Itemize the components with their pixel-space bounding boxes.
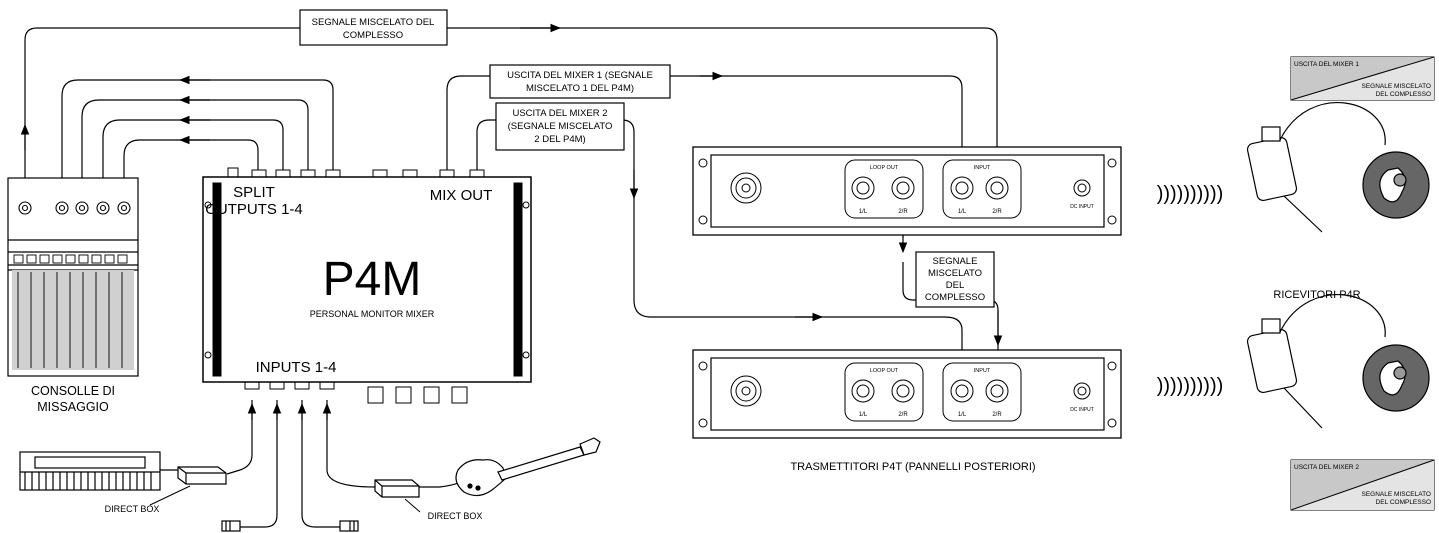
svg-text:1/L: 1/L	[859, 209, 868, 215]
svg-text:LOOP OUT: LOOP OUT	[870, 165, 899, 171]
cable-mic-1	[240, 400, 278, 528]
cable-mixed-signal-top	[24, 27, 998, 195]
svg-text:COMPLESSO: COMPLESSO	[925, 292, 985, 303]
svg-text:DEL COMPLESSO: DEL COMPLESSO	[1376, 499, 1431, 506]
guitar-instrument	[455, 437, 601, 497]
cable-mixer2	[476, 119, 963, 370]
svg-text:INPUT: INPUT	[974, 165, 991, 171]
svg-text:2/R: 2/R	[992, 209, 1002, 215]
svg-text:COMPLESSO: COMPLESSO	[343, 30, 403, 41]
svg-text:DC INPUT: DC INPUT	[1070, 407, 1094, 413]
console-label-1: CONSOLLE DI	[31, 384, 115, 398]
svg-text:1/L: 1/L	[859, 412, 868, 418]
svg-text:MISCELATO 1 DEL P4M): MISCELATO 1 DEL P4M)	[526, 83, 634, 94]
label-mixed-signal-mid: SEGNALE MISCELATO DEL COMPLESSO	[915, 251, 995, 308]
p4m-unit	[202, 167, 532, 404]
svg-text:SEGNALE MISCELATO: SEGNALE MISCELATO	[1362, 83, 1431, 90]
input-connectors	[244, 381, 468, 404]
inputs-label: INPUTS 1-4	[256, 359, 337, 376]
svg-text:SEGNALE MISCELATO DEL: SEGNALE MISCELATO DEL	[312, 17, 435, 28]
tx1-bnc-connector	[730, 172, 762, 204]
label-mixer1-out: USCITA DEL MIXER 1 (SEGNALE MISCELATO 1 …	[489, 64, 671, 99]
transmitter-2	[692, 349, 1122, 439]
svg-text:DEL COMPLESSO: DEL COMPLESSO	[1376, 91, 1431, 98]
cable-guitar	[326, 400, 376, 488]
direct-box-left-label: DIRECT BOX	[105, 504, 160, 514]
svg-text:DC INPUT: DC INPUT	[1070, 204, 1094, 210]
earphone-2	[1362, 344, 1430, 412]
svg-text:2/R: 2/R	[898, 412, 908, 418]
svg-text:USCITA DEL MIXER 2: USCITA DEL MIXER 2	[512, 108, 607, 119]
cable-mic-2	[301, 400, 340, 528]
label-mixed-signal-top: SEGNALE MISCELATO DEL COMPLESSO	[299, 9, 448, 46]
mix-out-label: MIX OUT	[430, 187, 493, 204]
console-channel-strips	[13, 254, 128, 368]
p4m-subtitle: PERSONAL MONITOR MIXER	[310, 309, 435, 319]
xlr-connector-right	[339, 520, 359, 532]
label-mixer2-out: USCITA DEL MIXER 2 (SEGNALE MISCELATO 2 …	[495, 102, 625, 151]
svg-text:(SEGNALE MISCELATO: (SEGNALE MISCELATO	[508, 121, 613, 132]
receivers-label: RICEVITORI P4R	[1273, 289, 1360, 301]
svg-text:INPUT: INPUT	[974, 368, 991, 374]
mixing-console	[7, 177, 139, 377]
svg-text:DEL: DEL	[946, 280, 964, 291]
earphone-1	[1362, 151, 1430, 219]
legend-mixer2: USCITA DEL MIXER 2 SEGNALE MISCELATO DEL…	[1290, 459, 1435, 511]
p4m-title: P4M	[323, 253, 422, 306]
console-output-jacks	[18, 201, 131, 215]
cable-keyboard	[226, 400, 253, 475]
legend-mixer1: USCITA DEL MIXER 1 SEGNALE MISCELATO DEL…	[1290, 56, 1435, 101]
receiver-1	[1246, 102, 1386, 233]
wireless-signal-2: ))))))))))	[1157, 375, 1224, 397]
svg-text:USCITA DEL MIXER 2: USCITA DEL MIXER 2	[1294, 464, 1359, 471]
svg-text:1/L: 1/L	[958, 412, 967, 418]
svg-text:SEGNALE: SEGNALE	[933, 256, 978, 267]
receiver-2	[1246, 294, 1386, 429]
console-label-2: MISSAGGIO	[37, 400, 109, 414]
svg-text:2 DEL P4M): 2 DEL P4M)	[534, 134, 585, 145]
direct-box-right	[374, 479, 420, 498]
svg-text:USCITA DEL MIXER 1 (SEGNALE: USCITA DEL MIXER 1 (SEGNALE	[507, 70, 653, 81]
tx2-bnc-connector	[730, 375, 762, 407]
svg-text:USCITA DEL MIXER 1: USCITA DEL MIXER 1	[1294, 61, 1359, 68]
svg-text:SEGNALE MISCELATO: SEGNALE MISCELATO	[1362, 491, 1431, 498]
keyboard-instrument	[19, 451, 161, 491]
svg-text:2/R: 2/R	[898, 209, 908, 215]
svg-text:MISCELATO: MISCELATO	[928, 268, 982, 279]
split-outputs-label-2: OUTPUTS 1-4	[205, 201, 303, 218]
direct-box-right-label: DIRECT BOX	[428, 511, 483, 521]
xlr-connector-left	[221, 520, 241, 532]
transmitters-label: TRASMETTITORI P4T (PANNELLI POSTERIORI)	[790, 461, 1035, 473]
wireless-signal-1: ))))))))))	[1157, 183, 1224, 205]
svg-text:LOOP OUT: LOOP OUT	[870, 368, 899, 374]
cables	[20, 23, 1003, 528]
svg-text:1/L: 1/L	[958, 209, 967, 215]
transmitter-1	[692, 146, 1122, 236]
split-outputs-label-1: SPLIT	[233, 184, 275, 201]
direct-box-left	[177, 466, 227, 485]
svg-text:2/R: 2/R	[992, 412, 1002, 418]
split-output-connectors	[227, 167, 485, 178]
